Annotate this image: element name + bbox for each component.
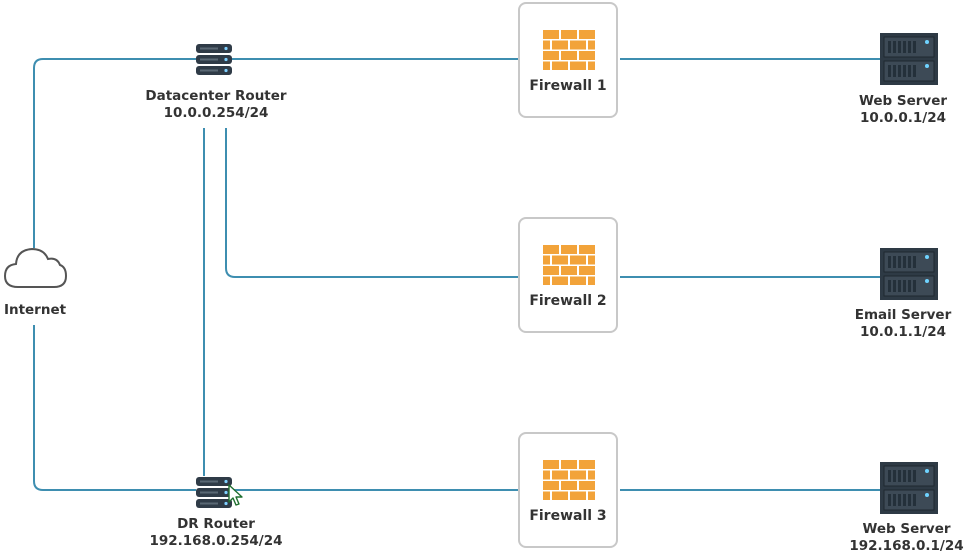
web-server2-name: Web Server bbox=[862, 521, 951, 537]
dr-router-label: DR Router 192.168.0.254/24 bbox=[130, 516, 302, 550]
web-server1-name: Web Server bbox=[858, 93, 948, 109]
dr-router-ip: 192.168.0.254/24 bbox=[149, 533, 283, 549]
firewall-icon bbox=[543, 245, 595, 285]
firewall1-label: Firewall 1 bbox=[529, 78, 607, 94]
server-icon[interactable] bbox=[880, 248, 938, 300]
link-internet-dr-router bbox=[33, 325, 196, 491]
server-icon[interactable] bbox=[880, 33, 938, 85]
dr-router-name: DR Router bbox=[177, 516, 255, 532]
email-server-label: Email Server 10.0.1.1/24 bbox=[838, 307, 968, 341]
router-icon[interactable] bbox=[195, 476, 233, 510]
web-server1-ip: 10.0.0.1/24 bbox=[859, 110, 947, 126]
firewall-icon bbox=[543, 460, 595, 500]
web-server2-label: Web Server 192.168.0.1/24 bbox=[838, 521, 975, 555]
firewall1-node[interactable]: Firewall 1 bbox=[518, 2, 618, 118]
datacenter-router-label: Datacenter Router 10.0.0.254/24 bbox=[130, 88, 302, 122]
web-server1-label: Web Server 10.0.0.1/24 bbox=[838, 93, 968, 127]
cloud-icon[interactable] bbox=[2, 244, 68, 290]
datacenter-router-ip: 10.0.0.254/24 bbox=[163, 105, 269, 121]
firewall2-label: Firewall 2 bbox=[529, 293, 607, 309]
firewall-icon bbox=[543, 30, 595, 70]
router-icon[interactable] bbox=[195, 43, 233, 77]
firewall2-node[interactable]: Firewall 2 bbox=[518, 217, 618, 333]
mouse-cursor-icon bbox=[228, 484, 243, 506]
web-server2-ip: 192.168.0.1/24 bbox=[849, 538, 964, 554]
email-server-ip: 10.0.1.1/24 bbox=[859, 324, 947, 340]
firewall3-label: Firewall 3 bbox=[529, 508, 607, 524]
server-icon[interactable] bbox=[880, 462, 938, 514]
link-internet-datacenter-router bbox=[33, 58, 196, 248]
internet-label: Internet bbox=[3, 302, 67, 318]
firewall3-node[interactable]: Firewall 3 bbox=[518, 432, 618, 548]
datacenter-router-name: Datacenter Router bbox=[145, 88, 287, 104]
link-datacenter-router-firewall2 bbox=[225, 128, 518, 278]
email-server-name: Email Server bbox=[854, 307, 952, 323]
